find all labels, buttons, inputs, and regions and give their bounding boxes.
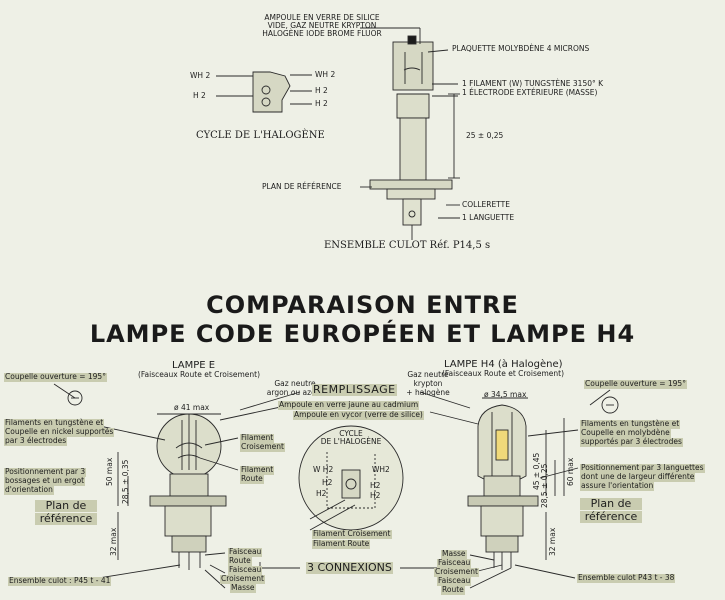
lamp-h4-positioning-1: Positionnement par 3 languettes bbox=[580, 463, 705, 473]
lamp-e-faisceau-route-2: Route bbox=[228, 556, 252, 566]
lamp-h4-masse: Masse bbox=[441, 549, 467, 559]
top-dimension: 25 ± 0,25 bbox=[466, 131, 504, 140]
center-filament-route: Filament Route bbox=[312, 539, 371, 549]
center-connexions: 3 CONNEXIONS bbox=[306, 561, 393, 574]
top-bulb-glass-label: AMPOULE EN VERRE DE SILICE bbox=[264, 13, 380, 22]
lamp-h4-diameter: ø 34,5 max bbox=[484, 390, 527, 399]
lamp-e-dim-32: 32 max bbox=[109, 527, 118, 556]
top-electrode-label: 1 ÉLECTRODE EXTÉRIEURE (MASSE) bbox=[462, 88, 598, 97]
lamp-e-filament-route-1: Filament bbox=[240, 465, 275, 475]
lamp-h4-name: LAMPE H4 (à Halogène) bbox=[444, 359, 563, 370]
lamp-h4-base: Ensemble culot P43 t - 38 bbox=[577, 573, 676, 583]
lamp-e-faisceau-crois-2: Croisement bbox=[220, 574, 265, 584]
center-h2-l2: H2 bbox=[316, 489, 327, 498]
lamp-h4-faisceau-crois-2: Croisement bbox=[434, 567, 479, 577]
lamp-e-positioning-2: bossages et un ergot bbox=[4, 476, 86, 486]
lamp-e-positioning-3: d'orientation bbox=[4, 485, 54, 495]
top-gas-label: VIDE, GAZ NEUTRE KRYPTON bbox=[267, 21, 377, 30]
top-cycle-title: CYCLE DE L'HALOGÈNE bbox=[196, 130, 325, 141]
lamp-e-faisceau-crois-1: Faisceau bbox=[228, 565, 263, 575]
lamp-h4-cup-opening: Coupelle ouverture = 195° bbox=[584, 379, 687, 389]
top-base-label: ENSEMBLE CULOT Réf. P14,5 s bbox=[324, 240, 491, 251]
top-collar-label: COLLERETTE bbox=[462, 200, 510, 209]
lamp-h4-subtitle: (Faisceaux Route et Croisement) bbox=[442, 369, 565, 378]
center-cycle-2: DE L'HALOGÈNE bbox=[320, 437, 382, 446]
lamp-h4-drawing bbox=[467, 404, 539, 570]
lamp-h4-faisceau-route-2: Route bbox=[441, 585, 465, 595]
lamp-e-name: LAMPE E bbox=[172, 360, 216, 371]
center-remplissage-h4-2: krypton bbox=[413, 379, 443, 388]
center-remplissage: REMPLISSAGE bbox=[312, 383, 397, 396]
center-gas-2: argon ou azote bbox=[266, 388, 324, 397]
lamp-e-positioning-1: Positionnement par 3 bbox=[4, 467, 87, 477]
lamp-e-filament-croisement-1: Filament bbox=[240, 433, 275, 443]
lamp-h4-faisceau-crois-1: Faisceau bbox=[437, 558, 472, 568]
lamp-e-diameter: ø 41 max bbox=[174, 403, 210, 412]
lamp-e-filaments-2: Coupelle en nickel supportés bbox=[4, 427, 115, 437]
center-filament-croisement: Filament Croisement bbox=[312, 529, 392, 539]
top-halogen-label: HALOGÈNE IODE BROME FLUOR bbox=[262, 29, 382, 38]
title-line-1: COMPARAISON ENTRE bbox=[206, 291, 519, 319]
top-cycle-wh2-left: WH 2 bbox=[190, 71, 211, 80]
lamp-e-cup-opening: Coupelle ouverture = 195° bbox=[4, 372, 107, 382]
top-h1-lamp bbox=[369, 35, 453, 226]
top-cycle-h2-left: H 2 bbox=[193, 91, 206, 100]
center-remplissage-h4-1: Gaz neutre bbox=[407, 370, 449, 379]
lamp-e-plan-2: référence bbox=[35, 513, 97, 525]
lamp-e-filament-croisement-2: Croisement bbox=[240, 442, 285, 452]
lamp-e-faisceau-route-1: Faisceau bbox=[228, 547, 263, 557]
lamp-h4-positioning-2: dont une de largeur différente bbox=[580, 472, 696, 482]
title-line-2: LAMPE CODE EUROPÉEN ET LAMPE H4 bbox=[89, 320, 636, 348]
lamp-e-filaments-1: Filaments en tungstène et bbox=[4, 418, 105, 428]
center-cycle-1: CYCLE bbox=[339, 429, 363, 438]
lamp-h4-dim-32: 32 max bbox=[548, 527, 557, 556]
center-remplissage-h4-3: + halogène bbox=[406, 388, 450, 397]
top-tab-label: 1 LANGUETTE bbox=[462, 213, 515, 222]
center-h2-l1: H2 bbox=[322, 478, 333, 487]
lamp-h4-filaments-1: Filaments en tungstène et bbox=[580, 419, 681, 429]
center-bulb-vycor: Ampoule en vycor (verre de silice) bbox=[293, 410, 424, 420]
top-cycle-diagram bbox=[216, 71, 312, 113]
lamp-h4-filaments-3: supportés par 3 électrodes bbox=[580, 437, 683, 447]
center-wh2-right: WH2 bbox=[372, 465, 390, 474]
lamp-h4-plan-2: référence bbox=[580, 511, 642, 523]
lamp-e-subtitle: (Faisceaux Route et Croisement) bbox=[138, 370, 261, 379]
lamp-h4-plan-1: Plan de bbox=[580, 498, 642, 510]
lamp-e-dim-50: 50 max bbox=[105, 457, 114, 486]
center-h2-r1: H2 bbox=[370, 481, 381, 490]
top-filament-label: 1 FILAMENT (W) TUNGSTÈNE 3150° K bbox=[462, 79, 604, 88]
lamp-e-plan-1: Plan de bbox=[35, 500, 97, 512]
lamp-e-filaments-3: par 3 électrodes bbox=[4, 436, 68, 446]
top-cycle-h2-right-a: H 2 bbox=[315, 86, 328, 95]
top-plan-label: PLAN DE RÉFÉRENCE bbox=[262, 182, 342, 191]
center-wh2-left: W H2 bbox=[313, 465, 334, 474]
top-cycle-wh2-right: WH 2 bbox=[315, 70, 336, 79]
lamp-e-drawing bbox=[149, 413, 227, 570]
lamp-e-base: Ensemble culot : P45 t - 41 bbox=[8, 576, 112, 586]
lamp-h4-positioning-3: assure l'orientation bbox=[580, 481, 655, 491]
lamp-e-filament-route-2: Route bbox=[240, 474, 264, 484]
top-molybdenum-label: PLAQUETTE MOLYBDÈNE 4 MICRONS bbox=[452, 44, 590, 53]
center-bulb-yellow: Ampoule en verre jaune au cadmium bbox=[278, 400, 420, 410]
top-cycle-h2-right-b: H 2 bbox=[315, 99, 328, 108]
lamp-h4-faisceau-route-1: Faisceau bbox=[437, 576, 472, 586]
lamp-h4-dim-285: 28,5 ± 0,25 bbox=[540, 463, 549, 508]
center-h2-r2: H2 bbox=[370, 491, 381, 500]
lamp-e-dim-285: 28,5 ± 0,35 bbox=[121, 459, 130, 504]
center-gas-1: Gaz neutre bbox=[274, 379, 316, 388]
lamp-h4-filaments-2: Coupelle en molybdène bbox=[580, 428, 671, 438]
lamp-e-masse: Masse bbox=[230, 583, 256, 593]
lamp-h4-dim-60: 60 max bbox=[566, 457, 575, 486]
